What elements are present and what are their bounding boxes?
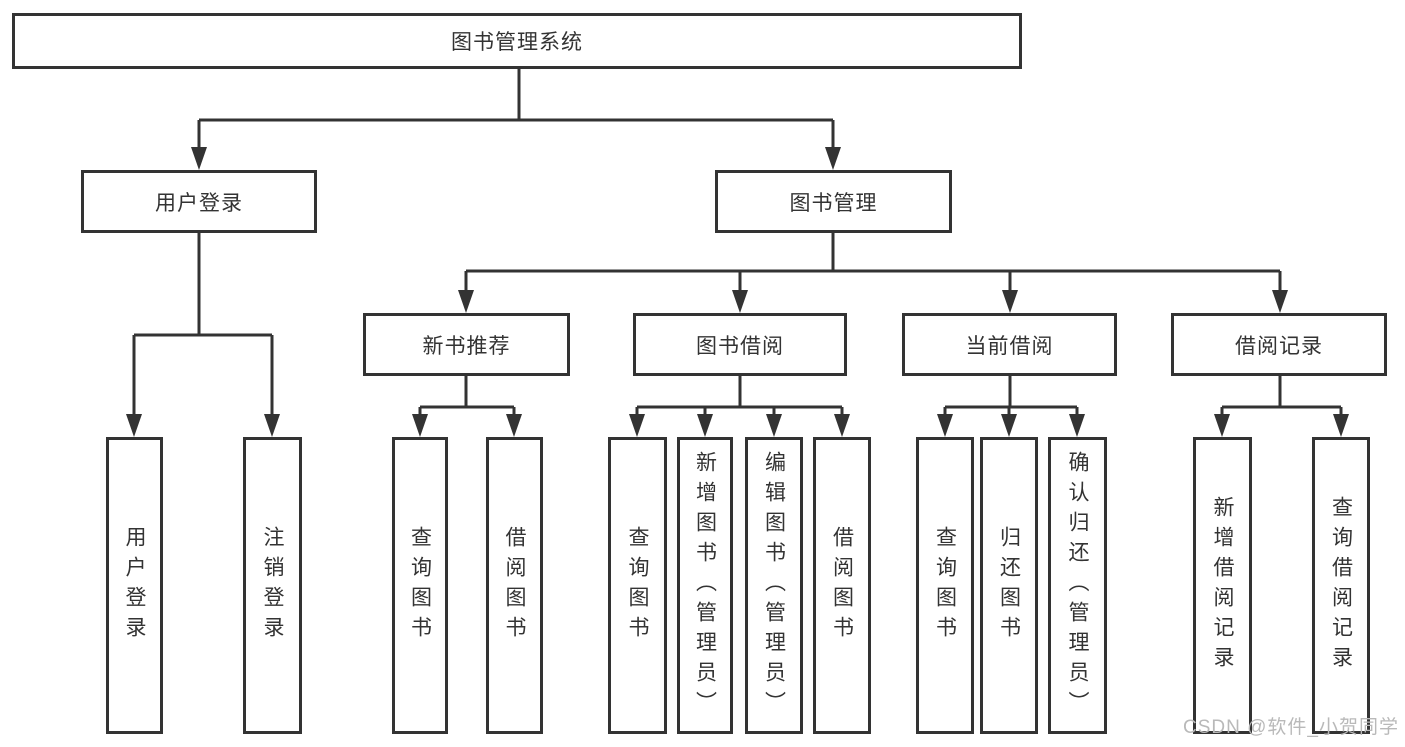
node-leaf-borrow-edit-books-admin-label: 编辑图书（管理员） bbox=[762, 450, 786, 721]
node-leaf-borrow-borrow-books: 借阅图书 bbox=[813, 437, 871, 734]
node-new-book-recommend: 新书推荐 bbox=[363, 313, 570, 376]
node-leaf-records-query-record: 查询借阅记录 bbox=[1312, 437, 1370, 734]
node-leaf-current-query-books-label: 查询图书 bbox=[933, 525, 957, 646]
node-current-borrow: 当前借阅 bbox=[902, 313, 1117, 376]
node-leaf-newbook-borrow-books: 借阅图书 bbox=[486, 437, 543, 734]
node-borrow-records: 借阅记录 bbox=[1171, 313, 1387, 376]
node-leaf-current-query-books: 查询图书 bbox=[916, 437, 974, 734]
node-book-borrow: 图书借阅 bbox=[633, 313, 847, 376]
node-leaf-records-add-record: 新增借阅记录 bbox=[1193, 437, 1252, 734]
node-leaf-newbook-query-books: 查询图书 bbox=[392, 437, 448, 734]
node-leaf-borrow-edit-books-admin: 编辑图书（管理员） bbox=[745, 437, 803, 734]
node-root-label: 图书管理系统 bbox=[451, 31, 583, 54]
node-borrow-records-label: 借阅记录 bbox=[1235, 334, 1323, 358]
node-leaf-current-return-books: 归还图书 bbox=[980, 437, 1038, 734]
node-leaf-current-return-books-label: 归还图书 bbox=[997, 525, 1021, 646]
node-book-management: 图书管理 bbox=[715, 170, 952, 233]
node-leaf-records-add-record-label: 新增借阅记录 bbox=[1211, 495, 1234, 676]
node-leaf-borrow-query-books-label: 查询图书 bbox=[626, 525, 649, 646]
node-leaf-borrow-add-books-admin-label: 新增图书（管理员） bbox=[693, 450, 717, 721]
node-leaf-newbook-query-books-label: 查询图书 bbox=[408, 525, 432, 646]
node-leaf-user-login-label: 用户登录 bbox=[123, 525, 146, 646]
node-current-borrow-label: 当前借阅 bbox=[965, 334, 1054, 358]
node-leaf-borrow-add-books-admin: 新增图书（管理员） bbox=[677, 437, 733, 734]
node-new-book-recommend-label: 新书推荐 bbox=[422, 334, 511, 358]
node-user-login-label: 用户登录 bbox=[155, 191, 243, 215]
node-leaf-current-confirm-return-admin: 确认归还（管理员） bbox=[1048, 437, 1107, 734]
node-leaf-current-confirm-return-admin-label: 确认归还（管理员） bbox=[1066, 450, 1089, 721]
node-leaf-user-login: 用户登录 bbox=[106, 437, 163, 734]
node-book-borrow-label: 图书借阅 bbox=[696, 334, 784, 358]
node-leaf-newbook-borrow-books-label: 借阅图书 bbox=[503, 525, 526, 646]
node-leaf-logout-label: 注销登录 bbox=[261, 525, 284, 646]
node-user-login: 用户登录 bbox=[81, 170, 317, 233]
node-leaf-borrow-query-books: 查询图书 bbox=[608, 437, 667, 734]
node-root: 图书管理系统 bbox=[12, 13, 1022, 69]
node-leaf-records-query-record-label: 查询借阅记录 bbox=[1329, 495, 1353, 676]
node-leaf-logout: 注销登录 bbox=[243, 437, 302, 734]
node-book-management-label: 图书管理 bbox=[789, 191, 878, 215]
node-leaf-borrow-borrow-books-label: 借阅图书 bbox=[830, 525, 854, 646]
watermark: CSDN @软件_小贺同学 bbox=[1183, 717, 1399, 738]
